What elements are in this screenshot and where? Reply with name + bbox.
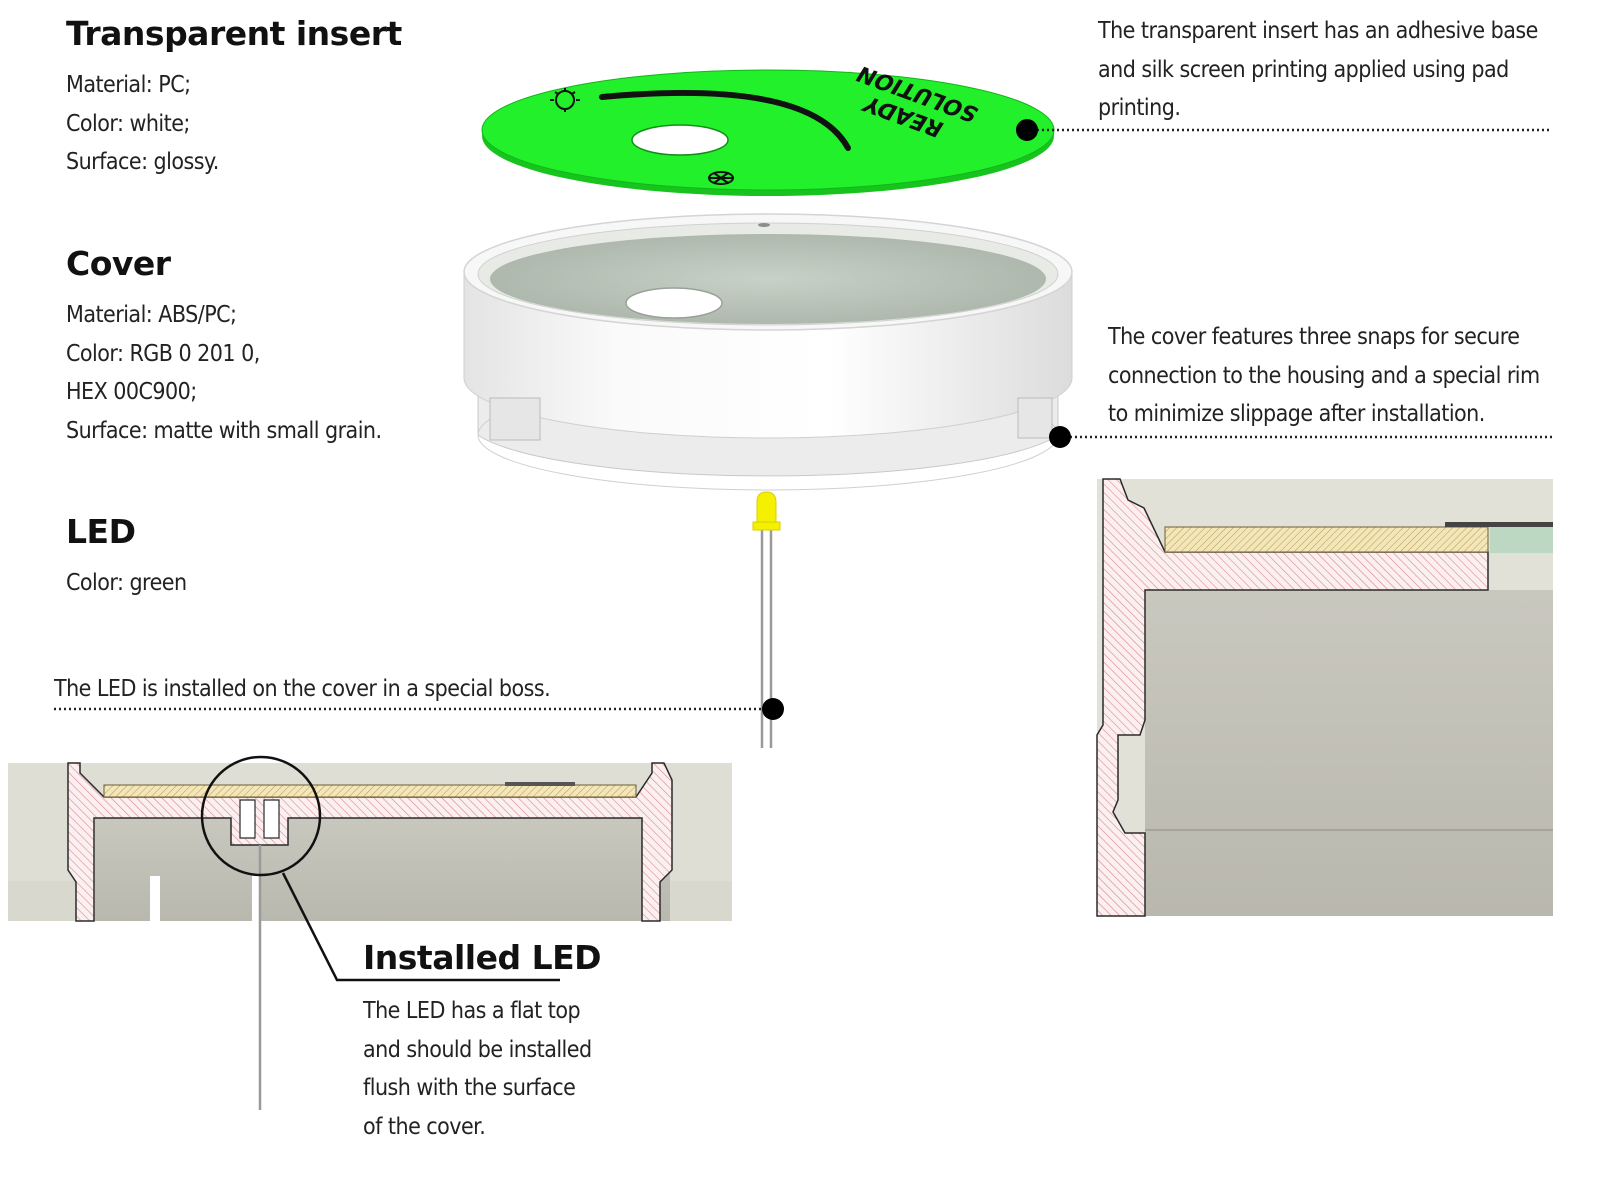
insert-center-hole	[631, 124, 729, 156]
insert-surface: Surface: glossy.	[66, 149, 219, 175]
cross-section-left	[8, 755, 732, 1110]
insert-heading: Transparent insert	[66, 14, 402, 53]
insert-note-line: printing.	[1098, 95, 1181, 121]
magnifier-circle	[200, 755, 322, 877]
insert-disc	[481, 69, 1055, 191]
led-note-line: The LED is installed on the cover in a s…	[54, 676, 551, 702]
led-color: Color: green	[66, 570, 187, 596]
cover-illustration	[463, 213, 1073, 491]
led-heading: LED	[66, 512, 136, 551]
cover-note-line: connection to the housing and a special …	[1108, 362, 1540, 389]
cover-note-line: to minimize slippage after installation.	[1108, 401, 1485, 427]
cover-color-rgb: Color: RGB 0 201 0,	[66, 340, 260, 367]
insert-color: Color: white;	[66, 110, 190, 137]
installed-led-line: The LED has a flat top	[363, 998, 581, 1024]
insert-material: Material: PC;	[66, 72, 191, 98]
cross-section-right	[1096, 478, 1553, 917]
led-boss-section	[239, 799, 280, 839]
cover-center-hole	[625, 287, 723, 319]
snap-left	[489, 397, 541, 441]
cover-surface: Surface: matte with small grain.	[66, 417, 382, 444]
snap-right	[1017, 397, 1053, 439]
insert-spec-block: Transparent insert Material: PC; Color: …	[66, 14, 402, 182]
cover-color-hex: HEX 00C900;	[66, 379, 197, 405]
snowflake-icon	[708, 171, 734, 185]
insert-note-line: The transparent insert has an adhesive b…	[1098, 18, 1538, 44]
cover-recess	[490, 234, 1046, 324]
cover-spec-block: Cover Material: ABS/PC; Color: RGB 0 201…	[66, 244, 417, 450]
cover-callout-dot	[1049, 426, 1071, 448]
cover-heading: Cover	[66, 244, 171, 283]
insert-section-detail	[1164, 526, 1489, 553]
sun-icon	[550, 88, 580, 112]
cover-material: Material: ABS/PC;	[66, 302, 237, 328]
insert-callout-text: The transparent insert has an adhesive b…	[1098, 12, 1587, 128]
cover-callout-text: The cover features three snaps for secur…	[1108, 318, 1588, 434]
insert-callout-dot	[1016, 119, 1038, 141]
led-illustration	[752, 491, 781, 748]
cover-section-detail	[1096, 478, 1489, 917]
led-callout-dot	[762, 698, 784, 720]
insert-note-line: and silk screen printing applied using p…	[1098, 56, 1509, 83]
insert-illustration: READY SOLUTION	[481, 61, 1055, 196]
insert-section-left	[103, 784, 637, 798]
installed-led-line: and should be installed	[363, 1036, 592, 1063]
insert-arc-scale	[599, 89, 851, 151]
led-spec-block: LED Color: green	[66, 512, 200, 603]
led-bulb	[756, 491, 777, 525]
installed-led-line: of the cover.	[363, 1113, 486, 1140]
installed-led-block: Installed LED The LED has a flat top and…	[363, 938, 617, 1146]
installed-led-heading: Installed LED	[363, 938, 602, 977]
cover-note-line: The cover features three snaps for secur…	[1108, 324, 1520, 350]
installed-led-line: flush with the surface	[363, 1075, 576, 1101]
led-callout-text: The LED is installed on the cover in a s…	[54, 670, 605, 709]
installed-led-leader	[281, 872, 560, 982]
